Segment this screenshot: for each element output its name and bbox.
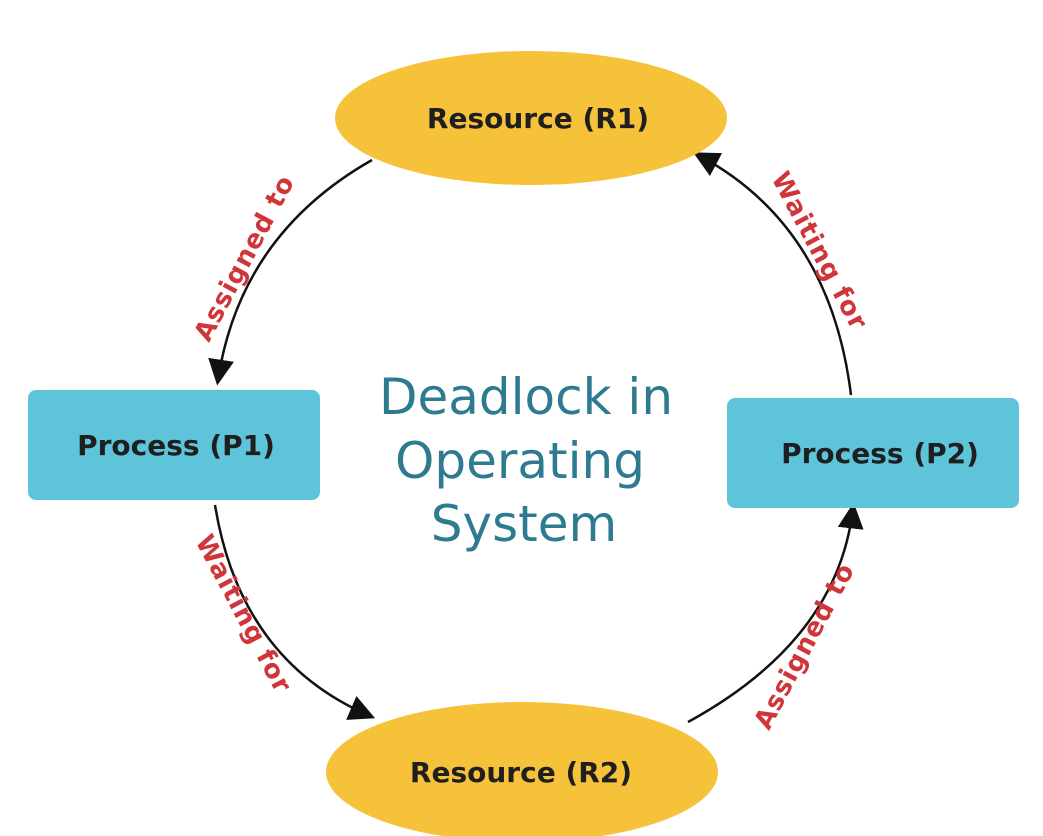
resource-r1-label: Resource (R1) [427,102,649,135]
process-p1-label: Process (P1) [77,429,275,462]
edge-label-r2-to-p2: Assigned to [749,558,862,734]
title-line-2: Operating [395,432,645,490]
arrow-r1-to-p1 [208,158,373,386]
process-p2-shape [727,398,1019,508]
arrow-r2-to-p2 [687,502,864,724]
resource-r2-shape [326,702,718,836]
edge-label-p1-to-r2: Waiting for [189,530,298,698]
title-line-1: Deadlock in [379,368,673,426]
resource-r1-shape [335,51,727,185]
arrow-p1-to-r2 [213,504,376,720]
center-title: Deadlock in Operating System [379,368,673,553]
resource-r1-node: Resource (R1) [335,51,727,185]
edge-label-p2-to-r1: Waiting for [765,167,874,335]
process-p1-node: Process (P1) [28,390,320,500]
resource-r2-label: Resource (R2) [410,756,632,789]
resource-r2-node: Resource (R2) [326,702,718,836]
process-p2-node: Process (P2) [727,398,1019,508]
edge-label-r1-to-p1: Assigned to [189,170,302,346]
process-p1-shape [28,390,320,500]
title-line-3: System [431,495,617,553]
process-p2-label: Process (P2) [781,437,979,470]
arrow-p2-to-r1 [693,152,853,396]
